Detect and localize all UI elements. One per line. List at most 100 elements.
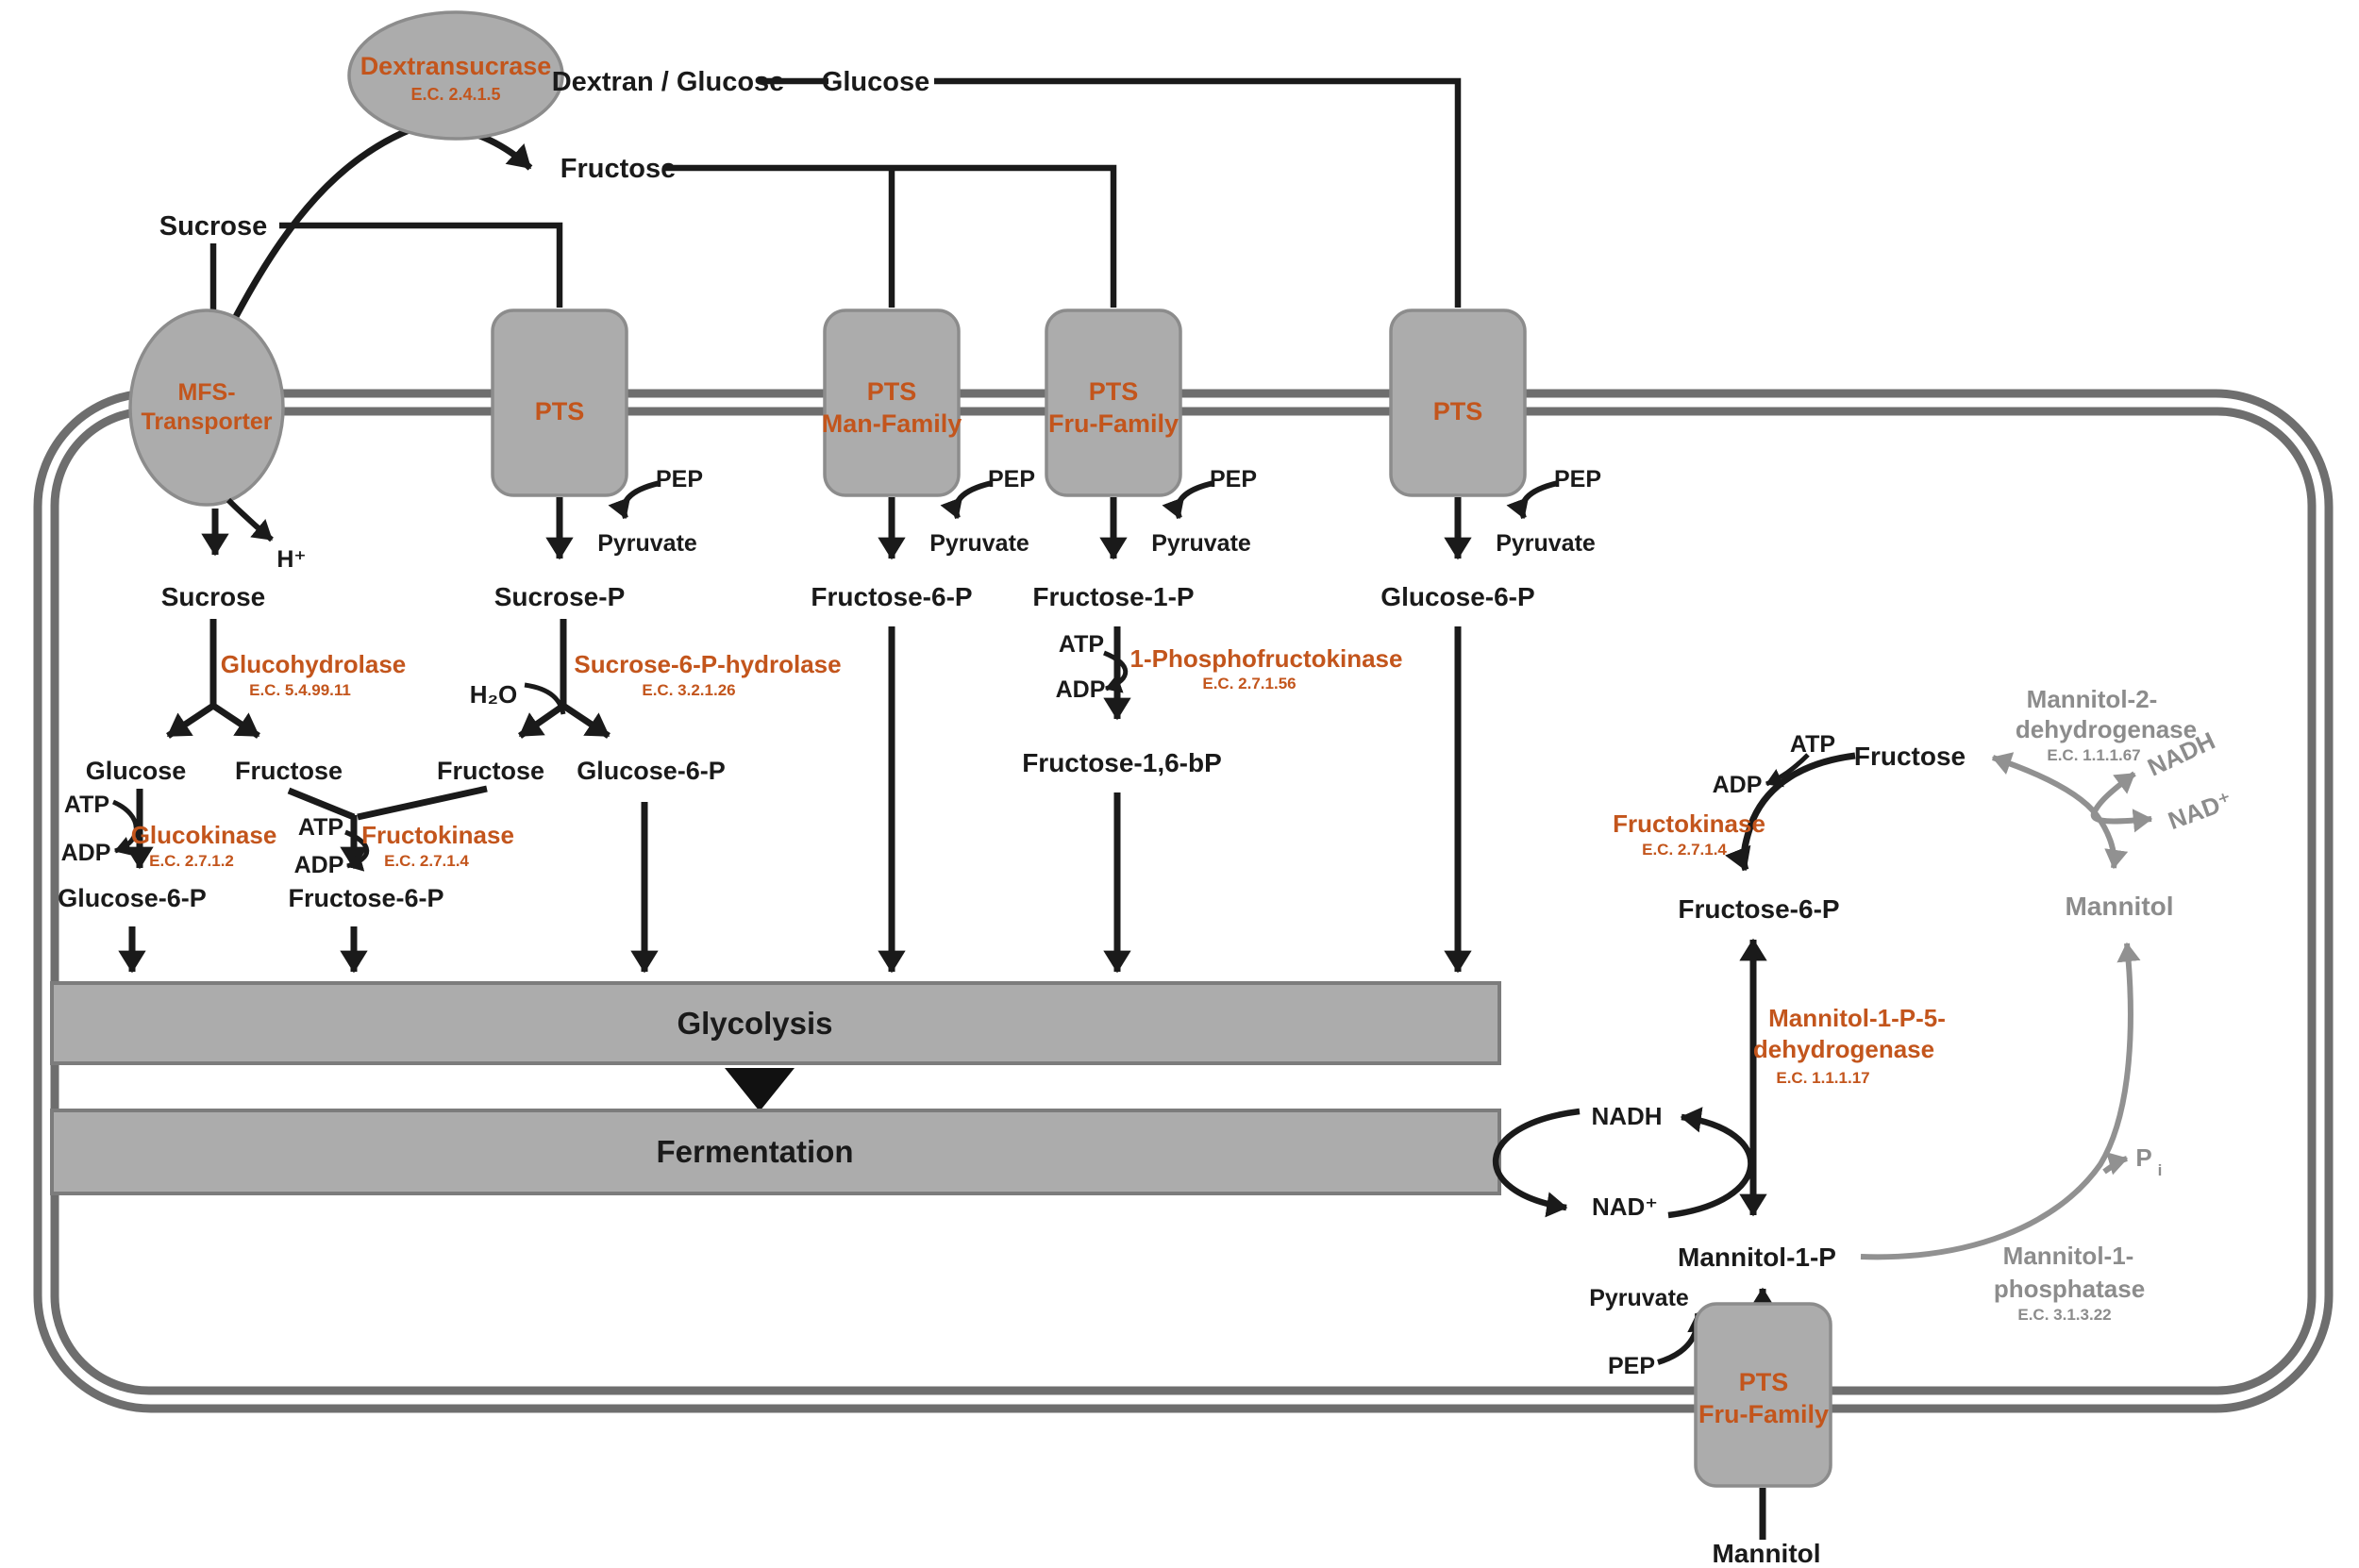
glycolysis-to-fermentation-arrow	[725, 1068, 795, 1111]
cell-membrane-outer	[33, 389, 2334, 1413]
h2o-label: H₂O	[470, 680, 518, 709]
pyruvate-label-bottom: Pyruvate	[1589, 1285, 1689, 1311]
glucohydrolase-ec: E.C. 5.4.99.11	[249, 681, 351, 699]
sucrose-split-left-arrow	[166, 703, 215, 739]
glucose-to-pts-line	[934, 77, 1462, 308]
fructose-in-label-2: Fructose	[437, 757, 544, 785]
pyruvate-label-4: Pyruvate	[1496, 530, 1596, 557]
glucose-6p-label-mid: Glucose-6-P	[577, 757, 726, 785]
nadh-nad-cycle-right-arc	[1667, 1107, 1754, 1219]
glucokinase-ec: E.C. 2.7.1.2	[149, 852, 234, 870]
pfk-atp-adp-curve	[1103, 650, 1129, 693]
sucrose-split-right-arrow	[211, 703, 260, 739]
pep-label-2: PEP	[988, 466, 1035, 492]
mannitol-2-dh-cofactor-curve	[2090, 771, 2153, 833]
fructose-16bp-label: Fructose-1,6-bP	[1022, 748, 1222, 777]
mannitol-1-phosphatase-curve	[1860, 942, 2141, 1260]
mannitol-1-phosphatase-ec: E.C. 3.1.3.22	[2017, 1306, 2111, 1324]
mannitol-1p5-dh-label-1: Mannitol-1-P-5-	[1768, 1004, 1946, 1032]
dextransucrase-ellipse	[347, 10, 564, 141]
fructose-top-label: Fructose	[560, 154, 676, 184]
glycolysis-label: Glycolysis	[677, 1006, 832, 1041]
glycolysis-bar	[50, 981, 1501, 1065]
adp-label-pfk: ADP	[1056, 676, 1106, 703]
pep-pyruvate-curve-4	[1506, 480, 1559, 520]
dextransucrase-label: Dextransucrase	[360, 52, 552, 80]
sucrose-6p-hydrolase-ec: E.C. 3.2.1.26	[642, 681, 735, 699]
glucose-in-label: Glucose	[86, 757, 187, 785]
atp-label-glucokinase: ATP	[64, 792, 109, 818]
mannitol-1p5-dh-label-2: dehydrogenase	[1753, 1035, 1934, 1063]
pts-glucose-box	[1389, 309, 1527, 497]
pep-pyruvate-curve-bottom	[1657, 1311, 1712, 1365]
pyruvate-label-1: Pyruvate	[597, 530, 697, 557]
fructokinase-right-ec: E.C. 2.7.1.4	[1642, 841, 1727, 859]
sucrose-p-label: Sucrose-P	[494, 582, 626, 611]
fructose-6p-label-left: Fructose-6-P	[288, 884, 443, 912]
nad-label-cycle: NAD⁺	[1592, 1193, 1658, 1221]
fructokinase-ec: E.C. 2.7.1.4	[384, 852, 469, 870]
fermentation-bar	[50, 1109, 1501, 1195]
pyruvate-label-2: Pyruvate	[929, 530, 1029, 557]
glucokinase-atp-adp-curve	[111, 799, 139, 856]
fructose-in-label-1: Fructose	[235, 757, 343, 785]
pts-fru-label-2: Fru-Family	[1048, 409, 1179, 438]
adp-label-right: ADP	[1713, 772, 1763, 798]
pts-man-label-1: PTS	[867, 377, 917, 406]
pts-fru-label-1: PTS	[1089, 377, 1139, 406]
atp-label-fructokinase: ATP	[298, 814, 343, 841]
mannitol-2-dh-label-2: dehydrogenase	[2016, 715, 2197, 743]
pep-label-3: PEP	[1210, 466, 1257, 492]
pts-fru-family-box	[1045, 309, 1182, 497]
pep-pyruvate-curve-3	[1162, 480, 1214, 520]
sucrose-to-pts-line	[279, 222, 563, 308]
fructose-label-right: Fructose	[1854, 742, 1966, 771]
glucohydrolase-label: Glucohydrolase	[221, 650, 407, 678]
mannitol-1p-label: Mannitol-1-P	[1678, 1243, 1836, 1272]
pts-mannitol-box	[1694, 1302, 1832, 1488]
mannitol-label-gray: Mannitol	[2065, 892, 2173, 921]
nad-label-gray: NAD⁺	[2165, 786, 2236, 835]
nadh-label-cycle: NADH	[1591, 1102, 1662, 1130]
atp-label-right: ATP	[1790, 731, 1835, 758]
pep-label-bottom: PEP	[1608, 1353, 1655, 1379]
phosphofructokinase-label: 1-Phosphofructokinase	[1130, 644, 1403, 673]
fructose-to-ptsfru-line	[664, 164, 1117, 308]
fructose2-to-junction-line	[357, 785, 488, 821]
fermentation-label: Fermentation	[656, 1134, 853, 1169]
fructokinase-atp-adp-curve	[344, 829, 370, 872]
pts-mannitol-label-2: Fru-Family	[1698, 1400, 1829, 1428]
pep-label-1: PEP	[656, 466, 703, 492]
mannitol-2-dh-main-curve	[1991, 752, 2129, 870]
glucose-6p-label-left: Glucose-6-P	[58, 884, 207, 912]
nadh-nad-cycle-left-arc	[1493, 1108, 1581, 1218]
cell-membrane-inner	[50, 407, 2317, 1395]
pep-label-4: PEP	[1554, 466, 1601, 492]
pep-pyruvate-curve-1	[608, 480, 661, 520]
fructose1-to-junction-line	[287, 787, 356, 821]
dextransucrase-ec: E.C. 2.4.1.5	[410, 85, 500, 104]
fructose-6p-label-right: Fructose-6-P	[1678, 894, 1839, 924]
sucrose-to-dextransucrase-curve	[227, 119, 431, 327]
mannitol-1p5-dh-ec: E.C. 1.1.1.17	[1776, 1069, 1869, 1087]
pts-sucrose-label: PTS	[535, 397, 585, 425]
adp-label-glucokinase: ADP	[61, 840, 111, 866]
dextran-glucose-label: Dextran / Glucose	[552, 67, 785, 97]
pyruvate-label-3: Pyruvate	[1151, 530, 1251, 557]
h2o-curve	[524, 682, 566, 715]
mfs-transporter-ellipse	[128, 309, 285, 507]
glucose-top-label: Glucose	[822, 67, 929, 97]
atp-label-pfk: ATP	[1059, 631, 1104, 658]
pep-pyruvate-curve-2	[940, 480, 993, 520]
sucrose-p-split-right-arrow	[561, 703, 611, 739]
mfs-label-1: MFS-	[177, 379, 235, 406]
pts-man-family-box	[823, 309, 961, 497]
pts-glucose-label: PTS	[1433, 397, 1483, 425]
fructose-6p-label-ptsman: Fructose-6-P	[811, 582, 972, 611]
adp-label-fructokinase: ADP	[294, 852, 344, 878]
pi-label-base: P	[2135, 1143, 2151, 1172]
fructokinase-right-curve	[1725, 752, 1856, 872]
phosphofructokinase-ec: E.C. 2.7.1.56	[1202, 675, 1296, 692]
